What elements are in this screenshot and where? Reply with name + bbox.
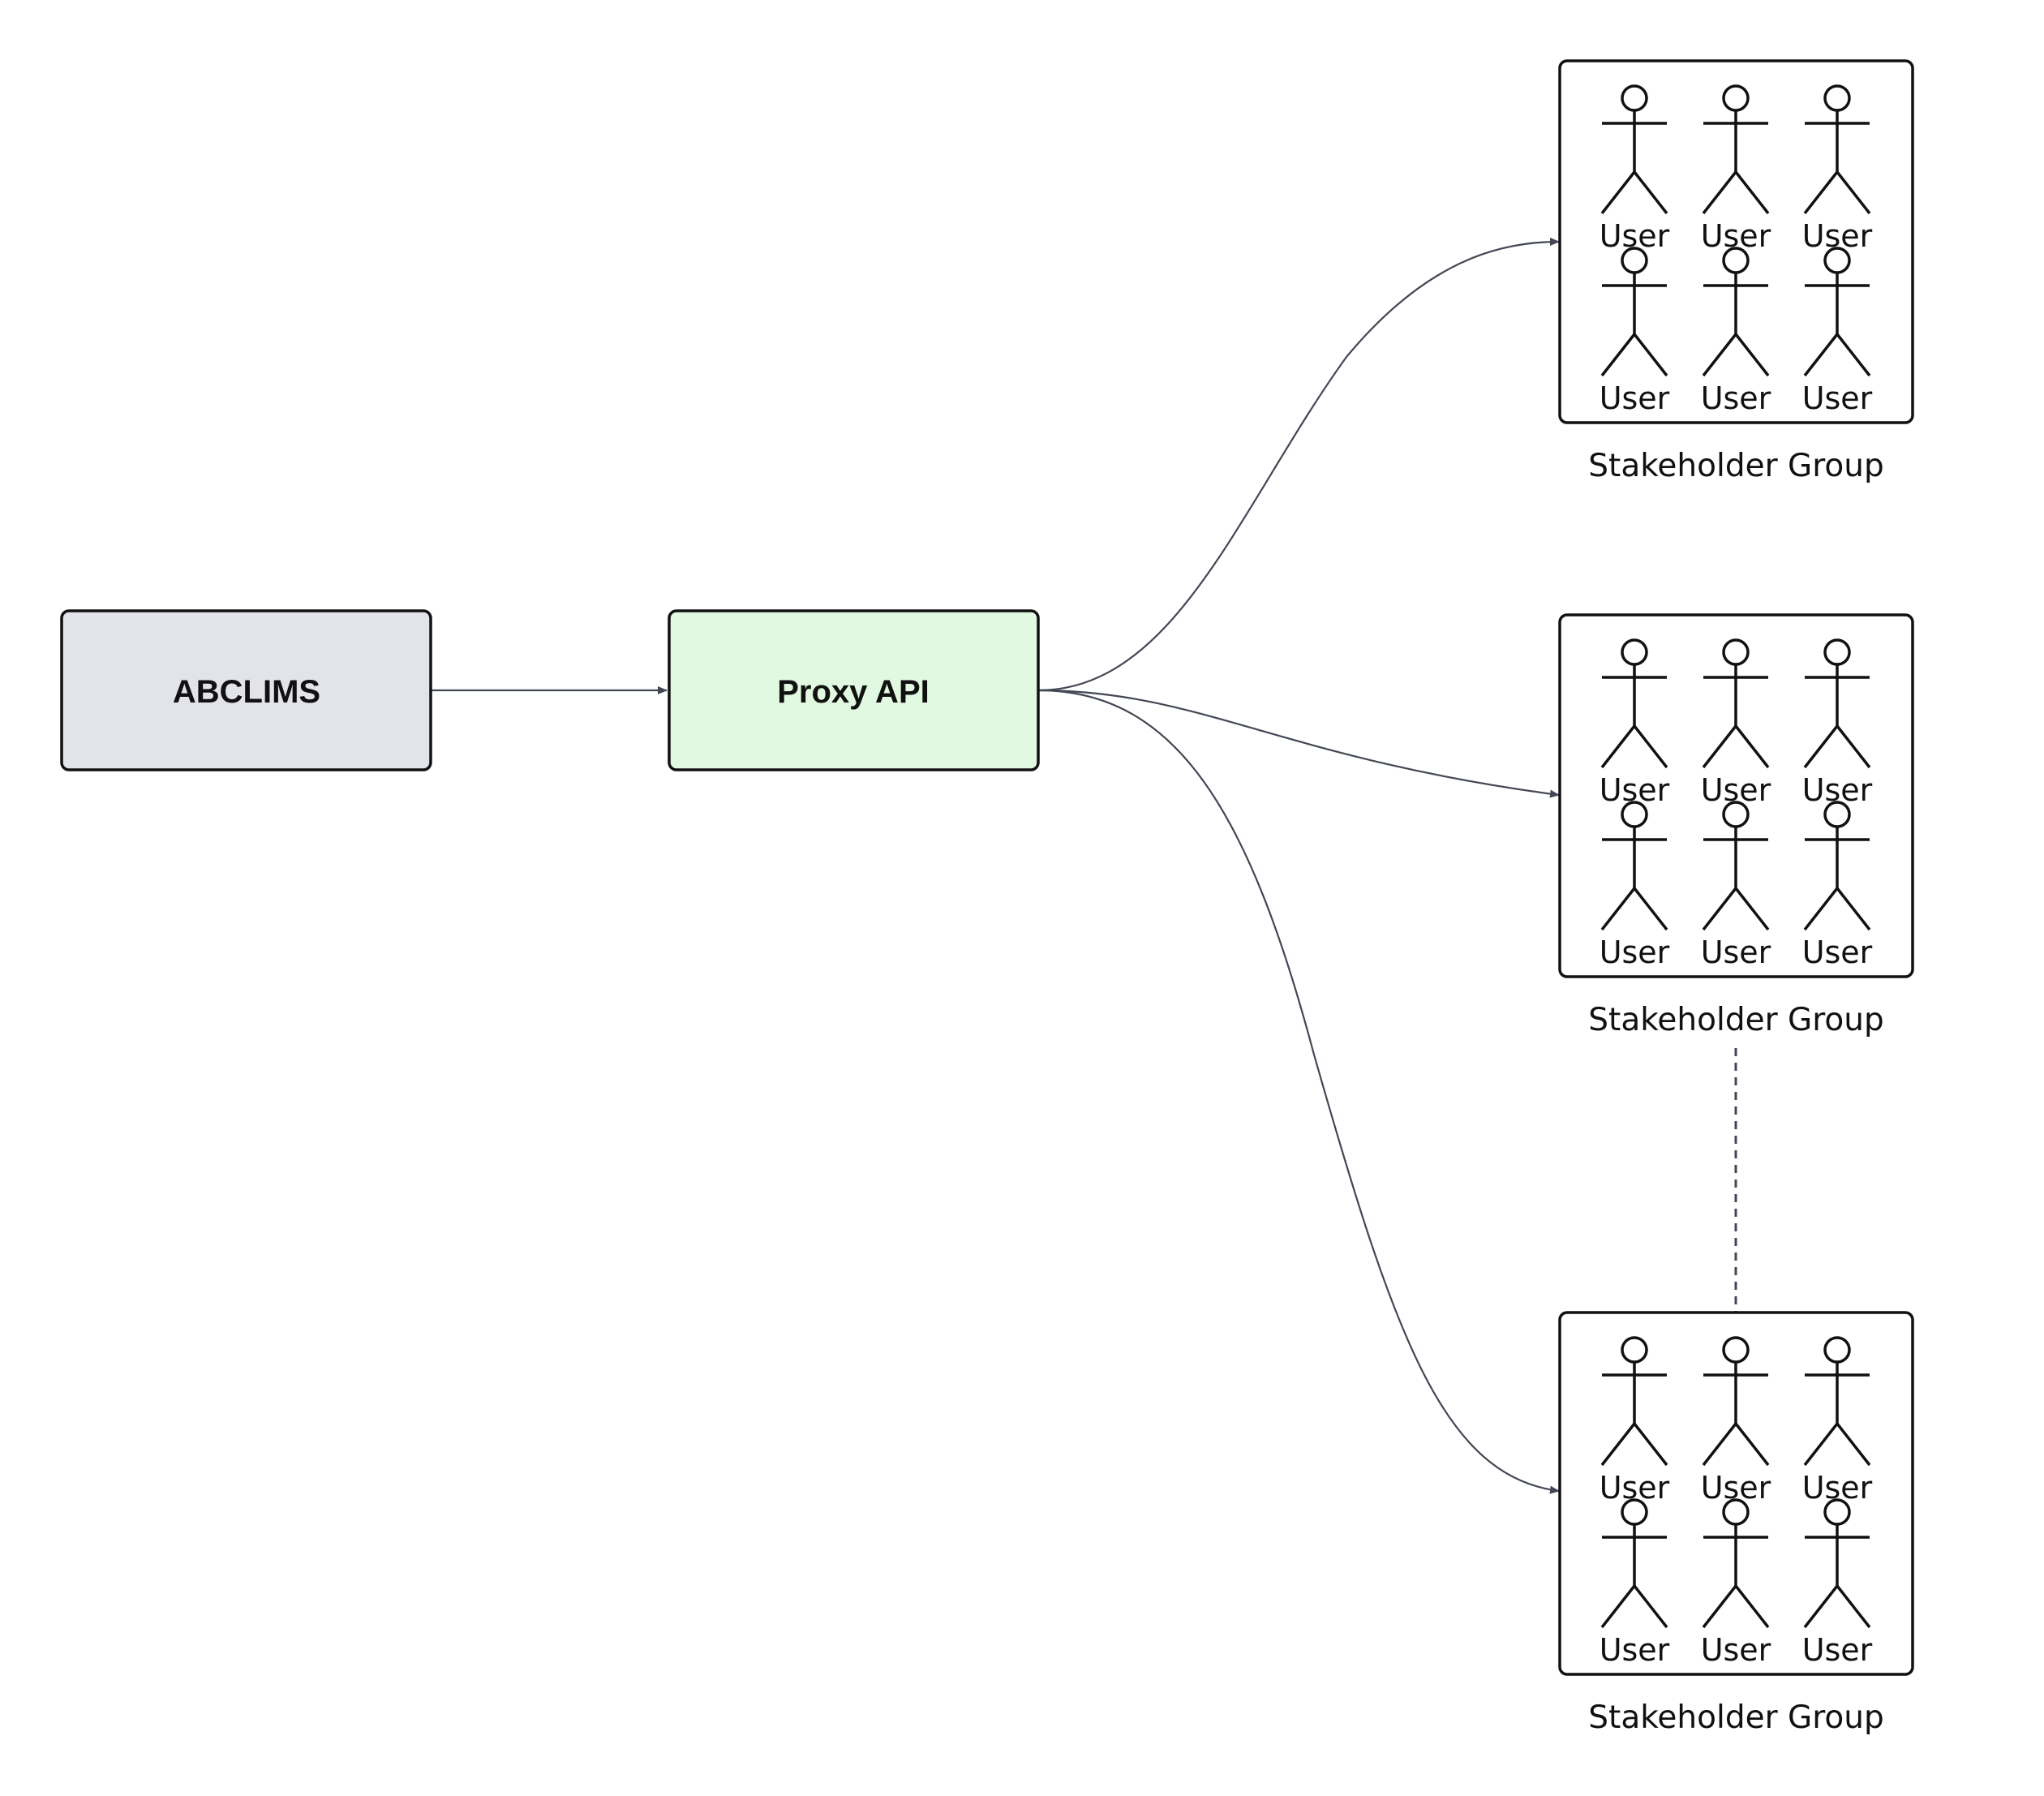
proxy-api-box: [668, 609, 1040, 771]
user-actor-icon: [1702, 84, 1770, 215]
proxy-api-label: Proxy API: [777, 674, 929, 710]
stakeholder-group-box: [1558, 1311, 1914, 1676]
abclims-label: ABCLIMS: [173, 674, 320, 710]
stakeholder-group-box: [1558, 59, 1914, 424]
abclims-box: [60, 609, 432, 771]
user-label: User: [1701, 380, 1771, 416]
user-actor-icon: [1803, 1336, 1871, 1467]
user-actor-icon: [1702, 638, 1770, 769]
user-actor-icon: [1803, 1498, 1871, 1629]
user-label: User: [1600, 935, 1670, 970]
user-actor-icon: [1803, 84, 1871, 215]
user-actor-icon: [1702, 247, 1770, 377]
edge-proxy-to-group-2: [1037, 689, 1560, 798]
user-label: User: [1701, 935, 1771, 970]
user-actor-icon: [1702, 1498, 1770, 1629]
user-label: User: [1701, 1632, 1771, 1668]
user-actor-icon: [1702, 801, 1770, 931]
user-label: User: [1600, 1632, 1670, 1668]
stakeholder-group-label: Stakeholder Group: [1588, 1699, 1883, 1736]
user-label: User: [1802, 380, 1873, 416]
user-actor-icon: [1803, 638, 1871, 769]
user-actor-icon: [1600, 801, 1668, 931]
user-actor-icon: [1600, 1498, 1668, 1629]
stakeholder-group-label: Stakeholder Group: [1588, 1002, 1883, 1038]
user-actor-icon: [1803, 801, 1871, 931]
user-actor-icon: [1600, 247, 1668, 377]
user-actor-icon: [1702, 1336, 1770, 1467]
abclims-node[interactable]: ABCLIMS: [60, 609, 432, 771]
user-actor-icon: [1803, 247, 1871, 377]
stakeholder-group-label: Stakeholder Group: [1588, 448, 1883, 484]
proxy-api-node[interactable]: Proxy API: [668, 609, 1040, 771]
user-label: User: [1802, 1632, 1873, 1668]
user-label: User: [1600, 380, 1670, 416]
user-label: User: [1802, 935, 1873, 970]
user-actor-icon: [1600, 84, 1668, 215]
stakeholder-group-box: [1558, 613, 1914, 978]
user-actor-icon: [1600, 638, 1668, 769]
edge-proxy-to-group-1: [1037, 238, 1560, 692]
edge-proxy-to-group-3: [1037, 689, 1560, 1494]
user-actor-icon: [1600, 1336, 1668, 1467]
